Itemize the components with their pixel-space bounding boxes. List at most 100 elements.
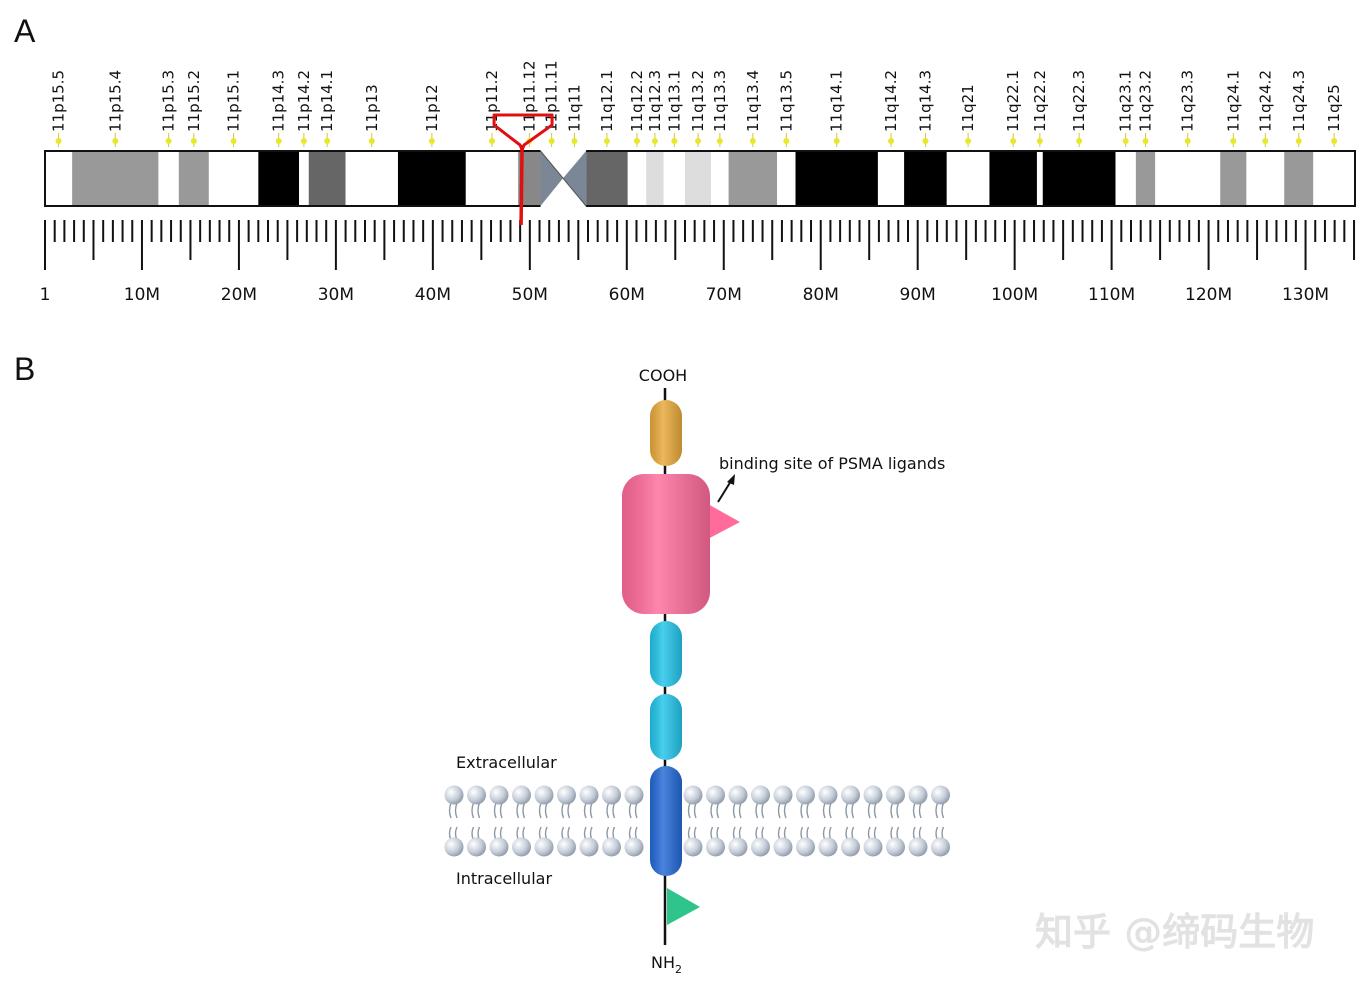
lipid-tail bbox=[912, 802, 916, 819]
protease-like-domain-shade bbox=[650, 694, 682, 760]
band-pin bbox=[1010, 138, 1017, 144]
band-label-11q24-3: 11q24.3 bbox=[1290, 70, 1308, 132]
band-pin bbox=[55, 138, 62, 144]
band-pin bbox=[368, 138, 375, 144]
band-11q21 bbox=[946, 151, 990, 206]
band-11p15-2 bbox=[178, 151, 209, 206]
band-label-11p12: 11p12 bbox=[423, 84, 441, 132]
lipid-tail bbox=[493, 826, 497, 841]
lipid-tail bbox=[867, 826, 871, 841]
lipid-head-inner bbox=[467, 837, 486, 857]
lipid-head-outer bbox=[931, 785, 950, 805]
panel-a-label: A bbox=[14, 13, 36, 49]
band-label-11q23-1: 11q23.1 bbox=[1117, 70, 1135, 132]
band-11q12-3 bbox=[646, 151, 664, 206]
band-11p14-3 bbox=[258, 151, 300, 206]
binding-site-arrow-head bbox=[727, 474, 735, 485]
band-label-11p11-2: 11p11.2 bbox=[483, 70, 501, 132]
lipid-head-outer bbox=[863, 785, 883, 805]
lipid-head-inner bbox=[706, 837, 725, 857]
lipid-head-inner bbox=[773, 837, 793, 857]
axis-label-40M: 40M bbox=[415, 285, 451, 305]
lipid-head-outer bbox=[602, 785, 621, 805]
band-11q23-2 bbox=[1135, 151, 1156, 206]
band-pin bbox=[190, 138, 197, 144]
lipid-tail bbox=[583, 802, 587, 819]
lipid-head-inner bbox=[489, 837, 509, 857]
band-11q22-1 bbox=[989, 151, 1037, 206]
band-pin bbox=[571, 138, 578, 144]
nh2-label: NH2 bbox=[651, 953, 682, 976]
lipid-tail bbox=[800, 826, 804, 841]
lipid-tail bbox=[628, 802, 632, 819]
chromosome-bands bbox=[44, 149, 1356, 208]
band-11p11-12 bbox=[518, 151, 541, 206]
band-pin bbox=[1142, 138, 1149, 144]
c-terminal-domain-shade bbox=[650, 400, 682, 466]
lipid-tail bbox=[589, 802, 593, 819]
lipid-tail bbox=[828, 802, 832, 819]
axis-label-20M: 20M bbox=[221, 285, 257, 305]
lipid-tail bbox=[516, 826, 520, 841]
band-11p14-1 bbox=[308, 151, 346, 206]
lipid-tail bbox=[516, 802, 520, 819]
lipid-tail bbox=[606, 826, 610, 841]
lipid-tail bbox=[935, 826, 939, 841]
lipid-head-outer bbox=[512, 785, 531, 805]
lipid-tail bbox=[755, 802, 759, 819]
lipid-head-inner bbox=[818, 837, 838, 857]
axis-label-110M: 110M bbox=[1088, 285, 1135, 305]
lipid-tail bbox=[777, 826, 781, 841]
lipid-head-outer bbox=[683, 785, 703, 805]
lipid-head-inner bbox=[751, 837, 770, 857]
band-label-11q13-1: 11q13.1 bbox=[665, 70, 683, 132]
band-pin bbox=[275, 138, 282, 144]
lipid-tail bbox=[628, 826, 632, 841]
band-11p12 bbox=[397, 151, 466, 206]
band-pin bbox=[112, 138, 119, 144]
lipid-head-inner bbox=[796, 837, 815, 857]
band-pin bbox=[603, 138, 610, 144]
lipid-head-outer bbox=[489, 785, 509, 805]
band-label-11p15-2: 11p15.2 bbox=[185, 70, 203, 132]
binding-site-label: binding site of PSMA ligands bbox=[719, 454, 945, 473]
nh2-subscript: 2 bbox=[675, 963, 682, 976]
band-11q23-3 bbox=[1155, 151, 1221, 206]
band-label-11p14-1: 11p14.1 bbox=[318, 70, 336, 132]
lipid-tail bbox=[867, 802, 871, 819]
band-pin bbox=[716, 138, 723, 144]
binding-site-arrow bbox=[717, 480, 732, 503]
lipid-tail bbox=[583, 826, 587, 841]
band-label-11q12-2: 11q12.2 bbox=[628, 70, 646, 132]
lipid-tail bbox=[687, 802, 691, 819]
band-11q14-3 bbox=[904, 151, 947, 206]
band-pin bbox=[230, 138, 237, 144]
cooh-label: COOH bbox=[639, 366, 687, 385]
band-11q14-2 bbox=[877, 151, 905, 206]
axis-label-30M: 30M bbox=[318, 285, 354, 305]
lipid-head-inner bbox=[863, 837, 883, 857]
band-label-11q24-1: 11q24.1 bbox=[1224, 70, 1242, 132]
lipid-head-inner bbox=[624, 837, 644, 857]
band-pin bbox=[1122, 138, 1129, 144]
lipid-tail bbox=[755, 826, 759, 841]
band-pin bbox=[783, 138, 790, 144]
band-label-11q13-5: 11q13.5 bbox=[777, 70, 795, 132]
lipid-tail bbox=[777, 802, 781, 819]
cell-membrane bbox=[444, 785, 950, 857]
band-pin bbox=[1262, 138, 1269, 144]
band-label-11q13-4: 11q13.4 bbox=[744, 70, 762, 132]
band-label-11q12-1: 11q12.1 bbox=[598, 70, 616, 132]
apical-domain-shade bbox=[650, 621, 682, 687]
band-label-11p15-3: 11p15.3 bbox=[160, 70, 178, 132]
band-11q22-2 bbox=[1036, 151, 1043, 206]
lipid-head-outer bbox=[624, 785, 644, 805]
band-label-11p15-1: 11p15.1 bbox=[225, 70, 243, 132]
lipid-tail bbox=[941, 802, 945, 819]
band-pin bbox=[1295, 138, 1302, 144]
band-11q25 bbox=[1313, 151, 1355, 206]
lipid-tail bbox=[561, 802, 565, 819]
band-pin bbox=[888, 138, 895, 144]
lipid-head-inner bbox=[512, 837, 531, 857]
locus-marker-stem bbox=[519, 144, 524, 226]
